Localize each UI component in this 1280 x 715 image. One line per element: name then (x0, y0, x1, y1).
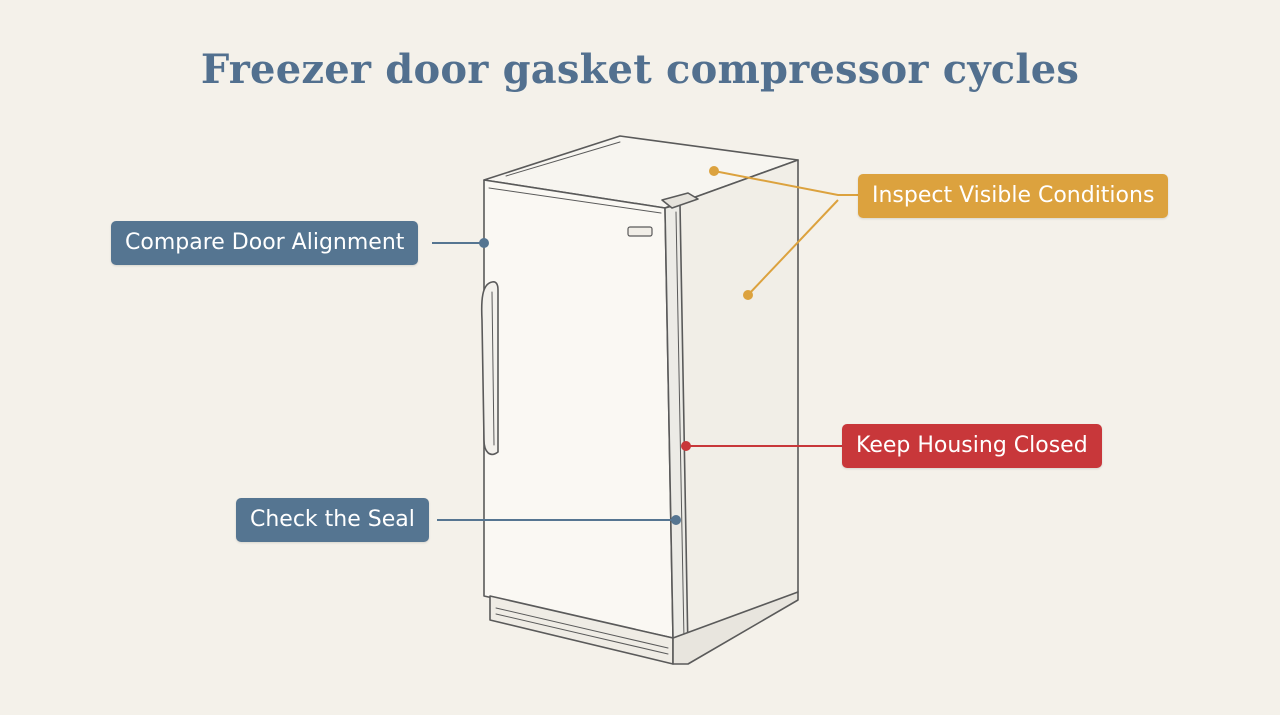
inspect-visible-conditions-dot-top (709, 166, 719, 176)
check-the-seal-dot (671, 515, 681, 525)
inspect-visible-conditions-dot-side (743, 290, 753, 300)
check-the-seal-label: Check the Seal (236, 498, 429, 542)
keep-housing-closed-label: Keep Housing Closed (842, 424, 1102, 468)
keep-housing-closed-dot (681, 441, 691, 451)
top-hinge (661, 192, 699, 209)
door-handle (480, 281, 499, 456)
brand-badge (627, 226, 653, 237)
diagram-title: Freezer door gasket compressor cycles (200, 46, 1080, 93)
freezer-door (483, 179, 674, 639)
compare-door-alignment-dot (479, 238, 489, 248)
inspect-visible-conditions-connector-side (747, 199, 839, 296)
inspect-visible-conditions-connector-top (713, 170, 858, 196)
inspect-visible-conditions-label: Inspect Visible Conditions (858, 174, 1169, 218)
compare-door-alignment-label: Compare Door Alignment (111, 221, 419, 265)
